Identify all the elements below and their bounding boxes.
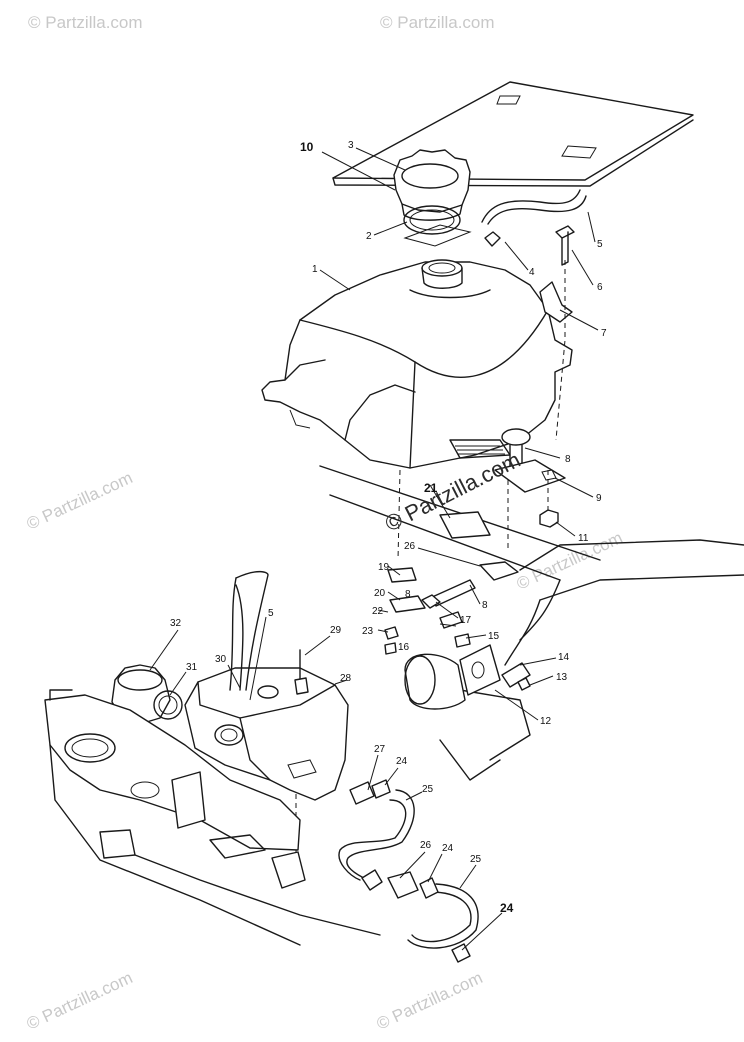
part-5-lower-hose: [229, 570, 269, 691]
callout-12: 12: [540, 716, 552, 727]
part-12-canister: [404, 644, 501, 710]
callout-16: 16: [398, 642, 410, 653]
watermark-group: © Partzilla.com © Partzilla.com © Partzi…: [24, 13, 626, 1034]
callout-17: 17: [460, 615, 472, 626]
part-28-reserve-tank: [184, 667, 349, 801]
callout-11: 11: [578, 533, 589, 544]
frame-upper: [319, 465, 744, 781]
callout-13: 13: [556, 672, 568, 683]
callout-10: 10: [300, 140, 314, 154]
frame-lower: [44, 689, 381, 946]
part-21-plate: [439, 439, 511, 539]
watermark-mid-right: © Partzilla.com: [514, 528, 626, 594]
callout-20: 20: [374, 588, 386, 599]
callout-27: 27: [374, 744, 386, 755]
callout-6: 6: [597, 282, 603, 293]
part-1-fuel-tank: [261, 259, 573, 469]
callout-28: 28: [340, 673, 352, 684]
callout-4: 4: [529, 267, 535, 278]
callout-3: 3: [348, 140, 354, 151]
callout-31: 31: [186, 662, 198, 673]
watermark-mid-left: © Partzilla.com: [24, 468, 136, 534]
callout-22: 22: [372, 606, 384, 617]
watermark-bottom-right: © Partzilla.com: [374, 968, 486, 1034]
part-2-gasket: [403, 205, 461, 235]
callout-7: 7: [601, 328, 607, 339]
callout-2: 2: [366, 231, 372, 242]
callout-21: 21: [424, 481, 438, 495]
part-6-bolt: [555, 225, 575, 266]
callout-24-a: 24: [396, 756, 408, 767]
callout-26-lower: 26: [420, 840, 432, 851]
part-4-fitting: [484, 231, 501, 247]
callout-9: 9: [596, 493, 602, 504]
callout-19: 19: [378, 562, 390, 573]
callout-25-b: 25: [470, 854, 482, 865]
callout-labels: 10 3 2 5 4 6 1 7 8 9 21 11 26 19 8 8 20 …: [170, 140, 607, 915]
watermark-bottom-left: © Partzilla.com: [24, 968, 136, 1034]
callout-32: 32: [170, 618, 182, 629]
part-14-connector: [501, 662, 531, 691]
callout-8: 8: [565, 454, 571, 465]
callout-26-upper: 26: [404, 541, 416, 552]
part-8-bolt: [501, 428, 531, 476]
callout-5: 5: [597, 239, 603, 250]
watermark-top-left: © Partzilla.com: [28, 13, 143, 32]
callout-25-a: 25: [422, 784, 434, 795]
callout-5-lower: 5: [268, 608, 274, 619]
callout-8-lower: 8: [482, 600, 488, 611]
part-5-vent-hose: [481, 189, 587, 225]
part-29-fitting: [294, 649, 309, 695]
fuel-lines: [338, 779, 479, 963]
part-3-fuel-cap: [393, 149, 471, 221]
callout-24-b: 24: [442, 843, 454, 854]
callout-18: 8: [405, 589, 411, 600]
callout-24-c: 24: [500, 901, 514, 915]
callout-15: 15: [488, 631, 500, 642]
callout-29: 29: [330, 625, 342, 636]
callout-30: 30: [215, 654, 227, 665]
part-10-pad: [332, 81, 694, 247]
leader-lines: [149, 147, 599, 951]
part-11-nut: [539, 509, 559, 528]
callout-23: 23: [362, 626, 374, 637]
callout-1: 1: [312, 264, 318, 275]
watermark-top-right: © Partzilla.com: [380, 13, 495, 32]
callout-14: 14: [558, 652, 570, 663]
